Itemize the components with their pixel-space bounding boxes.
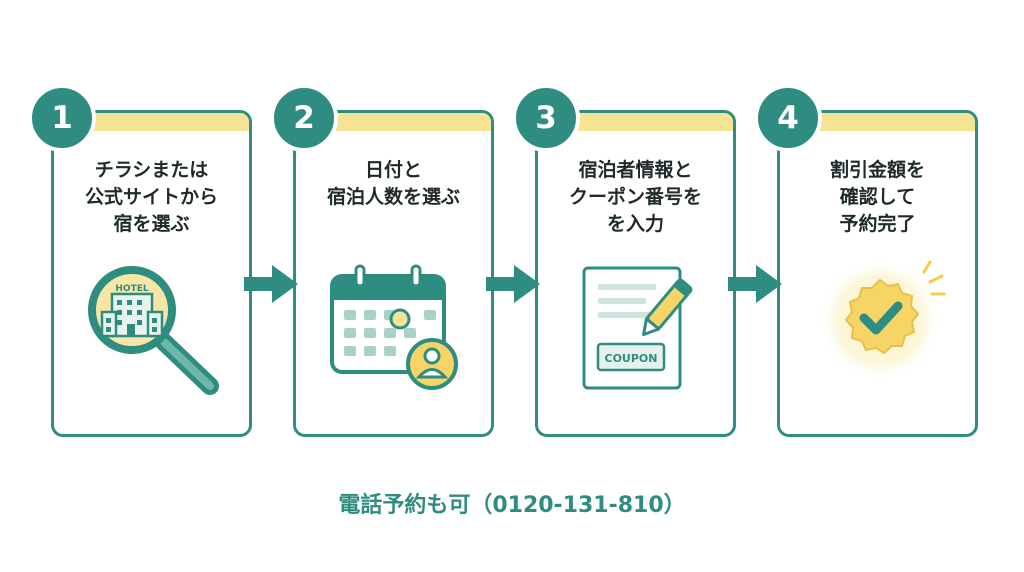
step-1-line-3: 宿を選ぶ [113, 213, 190, 235]
step-number-badge-3: 3 [512, 84, 580, 152]
coupon-form-pen-icon: COUPON [582, 266, 693, 390]
phone-reservation-note: 電話予約も可（0120-131-810） [338, 493, 686, 518]
check-seal-icon [820, 258, 946, 382]
step-number-badge-4: 4 [754, 84, 822, 152]
step-4-line-2: 確認して [839, 186, 916, 208]
step-1-line-2: 公式サイトから [84, 186, 218, 208]
hotel-sign: HOTEL [115, 284, 148, 294]
right-arrow-icon [486, 265, 540, 303]
step-2-line-2: 宿泊人数を選ぶ [326, 186, 460, 208]
coupon-label: COUPON [605, 352, 658, 365]
step-card-1: チラシまたは 公式サイトから 宿を選ぶ [51, 110, 252, 437]
card-header-band [296, 113, 491, 131]
step-4-line-3: 予約完了 [839, 213, 916, 235]
step-card-2: 日付と 宿泊人数を選ぶ [293, 110, 494, 437]
step-description-4: 割引金額を 確認して 予約完了 [780, 157, 975, 238]
step-description-1: チラシまたは 公式サイトから 宿を選ぶ [54, 157, 249, 238]
step-number-badge-2: 2 [270, 84, 338, 152]
step-2-line-1: 日付と [364, 159, 422, 181]
card-header-band [780, 113, 975, 131]
step-1-line-1: チラシまたは [94, 159, 209, 181]
right-arrow-icon [728, 265, 782, 303]
calendar-person-icon [330, 264, 458, 390]
card-header-band [54, 113, 249, 131]
step-3-line-3: を入力 [606, 213, 664, 235]
right-arrow-icon [244, 265, 298, 303]
step-3-line-2: クーポン番号を [568, 186, 702, 208]
step-4-line-1: 割引金額を [829, 159, 925, 181]
step-description-2: 日付と 宿泊人数を選ぶ [296, 157, 491, 211]
step-description-3: 宿泊者情報と クーポン番号を を入力 [538, 157, 733, 238]
step-3-line-1: 宿泊者情報と [578, 159, 693, 181]
magnifier-hotel-icon: HOTEL [80, 258, 219, 395]
step-number-badge-1: 1 [28, 84, 96, 152]
card-header-band [538, 113, 733, 131]
